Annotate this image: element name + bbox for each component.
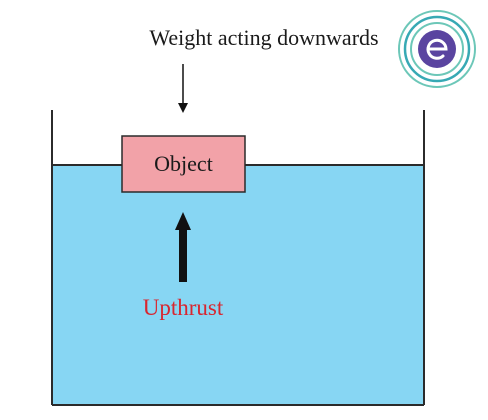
water [52,165,424,405]
object-box [121,135,246,193]
object-label: Object [154,151,213,176]
up-arrow-icon [175,212,191,282]
weight-label: Weight acting downwards [149,25,378,50]
upthrust-label: Upthrust [143,295,224,320]
down-arrow-icon [178,64,188,113]
e-spiral-logo [398,10,476,88]
